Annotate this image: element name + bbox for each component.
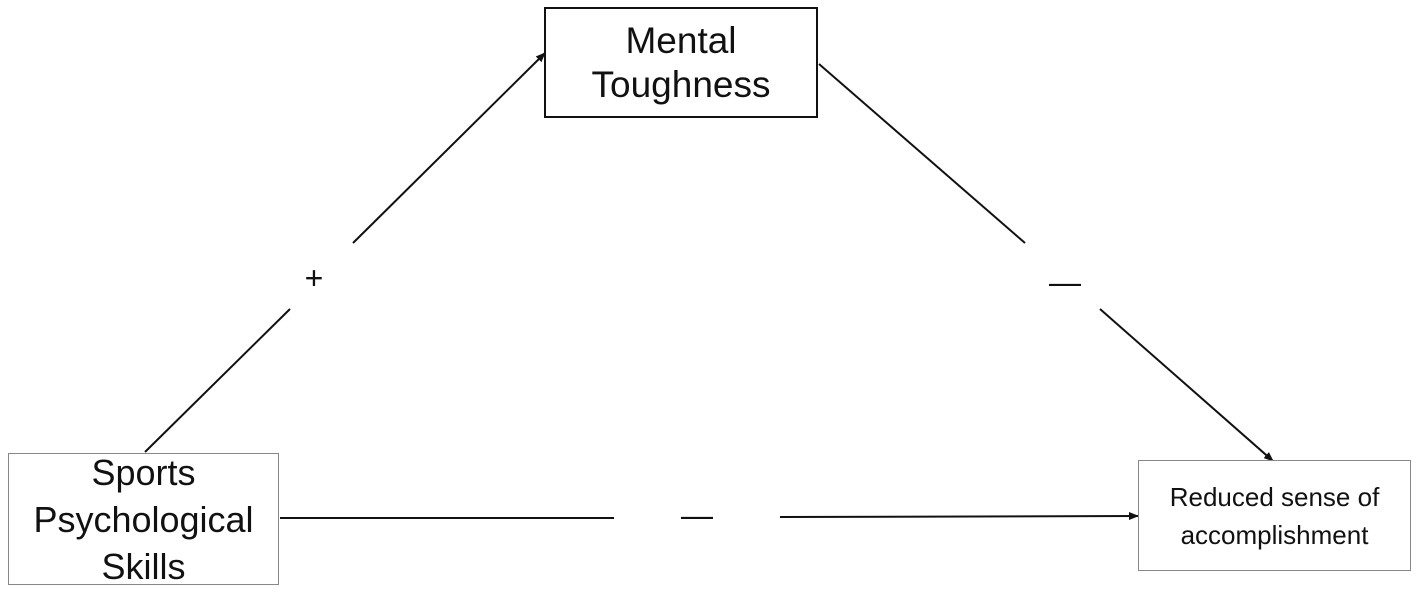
sports-psychological-skills-label-line2: Psychological: [33, 498, 254, 540]
sports-psychological-skills-label-line3: Skills: [101, 545, 186, 587]
path-a-upper-arrow: [352, 52, 546, 244]
reduced-accomplishment-label-line1: Reduced sense of: [1169, 481, 1380, 512]
path-a-sign-label: +: [304, 260, 324, 296]
path-c-sign-label: —: [681, 497, 713, 533]
reduced-accomplishment-label-line2: accomplishment: [1180, 519, 1369, 550]
mental-toughness-box: Mental Toughness: [544, 7, 818, 118]
mental-toughness-label-line1: Mental: [625, 19, 737, 61]
sports-psychological-skills-box: Sports Psychological Skills: [8, 452, 279, 587]
path-b-upper-segment: [818, 63, 1026, 244]
sports-psychological-skills-label-line1: Sports: [91, 451, 196, 493]
path-c-right-arrow: [779, 512, 1139, 521]
path-a-lower-segment: [144, 308, 291, 453]
mental-toughness-label-line2: Toughness: [591, 63, 771, 105]
path-b-lower-arrow: [1099, 308, 1274, 462]
path-b-sign-label: —: [1049, 264, 1081, 300]
reduced-accomplishment-box: Reduced sense of accomplishment: [1138, 460, 1411, 571]
